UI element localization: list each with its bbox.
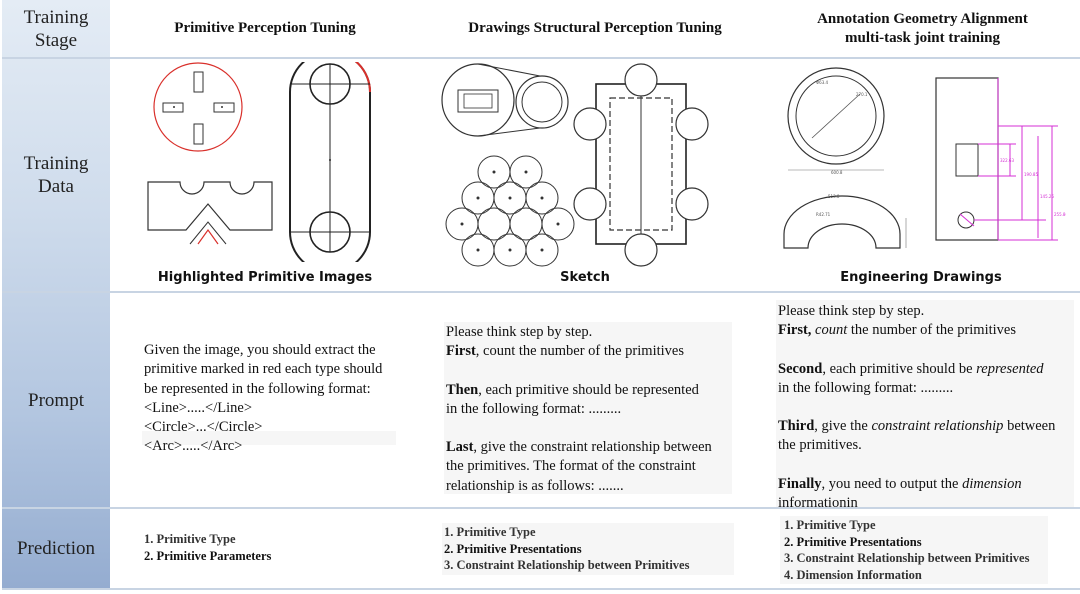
engineering-drawings: Φ63.4 270.1 600.8 513.8 R42.71 322.63 19… (783, 67, 1066, 249)
prompt-line: Given the image, you should extract the (144, 342, 376, 358)
row-divider (2, 507, 1080, 509)
stage-label-training-stage: Training Stage (23, 6, 89, 51)
column-header-structural: Drawings Structural Perception Tuning (468, 20, 722, 36)
svg-text:255.86: 255.86 (1054, 212, 1066, 217)
sketch-drawings (441, 63, 709, 267)
primitive-drawings (147, 62, 371, 262)
prediction-col1: 1. Primitive Type 2. Primitive Parameter… (144, 531, 271, 564)
prediction-item: 2. Primitive Parameters (144, 548, 272, 563)
prompt-line: Then, each primitive should be represent… (446, 381, 699, 398)
prediction-item: 2. Primitive Presentations (444, 541, 582, 556)
prediction-item: 1. Primitive Type (144, 532, 236, 546)
prompt-line: primitive marked in red each type should (144, 361, 383, 378)
prediction-item: 3. Constraint Relationship between Primi… (784, 551, 1030, 565)
prompt-line: Please think step by step. (778, 303, 925, 319)
caption-highlighted-primitive-images: Highlighted Primitive Images (157, 270, 373, 285)
prompt-line: Second, each primitive should be represe… (778, 360, 1044, 377)
caption-engineering-drawings: Engineering Drawings (840, 270, 1002, 285)
svg-text:190.85: 190.85 (1024, 172, 1038, 177)
stage-label-prediction: Prediction (16, 538, 96, 559)
column-header-primitive: Primitive Perception Tuning (174, 20, 356, 36)
row-divider (2, 588, 1080, 590)
prompt-line: the primitives. The format of the constr… (446, 458, 696, 475)
prompt-bg-col1 (142, 431, 396, 445)
prompt-line: First, count the number of the primitive… (446, 343, 684, 360)
prediction-col3: 1. Primitive Type 2. Primitive Presentat… (784, 517, 1029, 583)
prompt-bg-col2 (444, 322, 732, 494)
prompt-line: <Circle>...</Circle> (144, 419, 263, 436)
prediction-item: 3. Constraint Relationship between Primi… (444, 558, 690, 572)
prompt-line: be represented in the following format: (144, 380, 371, 397)
prompt-bg-col3 (776, 300, 1074, 507)
prediction-bg-col3 (780, 516, 1048, 584)
prediction-bg-col2 (442, 523, 734, 575)
prompt-line: the primitives. (778, 437, 862, 454)
svg-text:513.8: 513.8 (828, 194, 840, 199)
svg-text:R42.71: R42.71 (816, 212, 831, 217)
stage-label-prompt: Prompt (28, 389, 84, 411)
prediction-item: 1. Primitive Type (784, 518, 876, 532)
prompt-line: Third, give the constraint relationship … (778, 418, 1056, 435)
prompt-line: informationin (778, 495, 858, 507)
svg-text:322.63: 322.63 (1000, 158, 1014, 163)
prompt-line: First, count the number of the primitive… (778, 322, 1016, 339)
stage-label-training-data: Training Data (23, 153, 89, 197)
column-header-annotation: Annotation Geometry Alignment multi-task… (817, 11, 1028, 46)
prompt-col2: Please think step by step. First, count … (446, 323, 712, 496)
svg-text:Φ63.4: Φ63.4 (816, 80, 829, 85)
prompt-col3: Please think step by step. First, count … (778, 302, 1055, 507)
prompt-col1: Given the image, you should extract the … (144, 341, 382, 457)
prompt-line: <Line>.....</Line> (144, 399, 253, 416)
caption-sketch: Sketch (560, 270, 610, 285)
prediction-col2: 1. Primitive Type 2. Primitive Presentat… (444, 524, 689, 574)
stage-column-bg (2, 0, 110, 590)
prompt-line: <Arc>.....</Arc> (144, 438, 243, 455)
prompt-line: Last, give the constraint relationship b… (446, 439, 712, 456)
svg-text:600.8: 600.8 (831, 170, 843, 175)
prediction-item: 2. Primitive Presentations (784, 534, 922, 549)
prompt-line: Please think step by step. (446, 324, 593, 340)
row-divider (2, 57, 1080, 59)
prompt-line: in the following format: ......... (446, 400, 622, 417)
prompt-line: relationship is as follows: ....... (446, 477, 624, 494)
prediction-item: 1. Primitive Type (444, 525, 536, 539)
prompt-line: in the following format: ......... (778, 379, 954, 396)
prompt-line: Finally, you need to output the dimensio… (778, 475, 1022, 492)
row-divider (2, 291, 1080, 293)
svg-text:270.1: 270.1 (856, 92, 868, 97)
svg-text:145.25: 145.25 (1040, 194, 1054, 199)
prediction-item: 4. Dimension Information (784, 567, 922, 582)
